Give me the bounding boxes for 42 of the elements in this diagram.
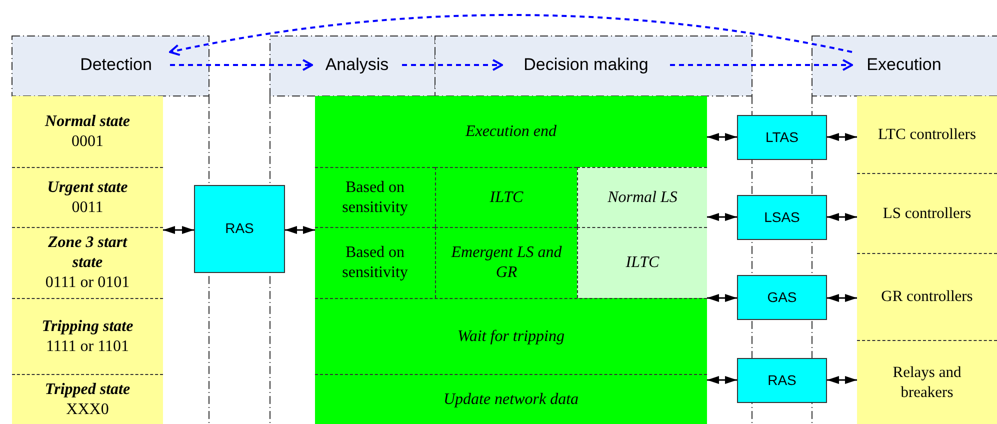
state-entry: Zone 3 start state 0111 or 0101 (12, 227, 163, 298)
arrow (169, 14, 852, 56)
agent-box: RAS (194, 185, 285, 273)
process-panel (315, 96, 707, 424)
arrow (827, 213, 857, 221)
arrow (170, 59, 313, 71)
arrow (707, 133, 737, 141)
lane-header: Decision making (502, 52, 670, 78)
agent-box: LTAS (737, 115, 827, 160)
state-entry: Normal state 0001 (12, 96, 163, 167)
process-step: Wait for tripping (315, 298, 707, 374)
arrow (402, 59, 503, 71)
process-step: Update network data (315, 374, 707, 424)
state-entry: Tripped state XXX0 (12, 374, 163, 424)
process-step: Based on sensitivity (315, 167, 435, 227)
agent-box: RAS (737, 358, 827, 403)
process-step: Normal LS (577, 167, 707, 227)
lane-header: Detection (62, 52, 170, 78)
lane-header: Analysis (312, 52, 402, 78)
state-entry: Urgent state 0011 (12, 167, 163, 227)
arrow (163, 226, 194, 234)
arrow (827, 133, 857, 141)
arrow (827, 376, 857, 384)
state-entry: Tripping state 1111 or 1101 (12, 298, 163, 374)
controller-entry: GR controllers (857, 253, 997, 340)
controller-entry: LTC controllers (857, 96, 997, 173)
lane-header: Execution (852, 52, 956, 78)
state-column (12, 96, 163, 424)
state-column (857, 96, 997, 424)
arrow (707, 294, 737, 302)
arrow (707, 376, 737, 384)
process-step: Based on sensitivity (315, 227, 435, 298)
agent-box: GAS (737, 275, 827, 320)
arrow (827, 294, 857, 302)
arrow (285, 226, 315, 234)
controller-entry: Relays and breakers (857, 340, 997, 424)
controller-entry: LS controllers (857, 173, 997, 253)
arrow (670, 59, 853, 71)
arrow (707, 213, 737, 221)
agent-box: LSAS (737, 195, 827, 240)
process-step: ILTC (577, 227, 707, 298)
process-step: Execution end (315, 96, 707, 167)
